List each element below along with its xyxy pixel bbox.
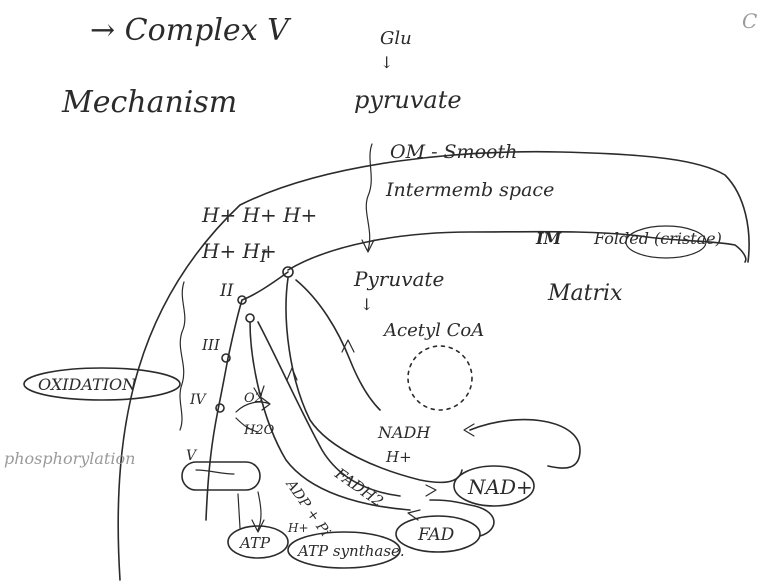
complex-4-label: IV (189, 392, 208, 408)
heading: → Complex V (90, 13, 292, 48)
matrix-label: Matrix (547, 281, 623, 306)
im-label: Folded (cristae) (593, 229, 722, 248)
fadh2-label: FADH2 (331, 464, 387, 511)
complex-1-label: I (259, 247, 267, 267)
fad-label: FAD (417, 525, 455, 545)
phosphorylation-label: phosphorylation (4, 449, 135, 468)
pyruvate-transport-line (366, 144, 372, 250)
atp-synthase-label: ATP synthase. (296, 542, 405, 560)
membrane-wave (180, 282, 185, 430)
im-label-abbrev: IM (535, 229, 562, 248)
om-label: OM - Smooth (390, 141, 517, 163)
h2o-label: H2O (243, 423, 275, 438)
pyruvate-arrow: ↓ (360, 295, 373, 314)
protons-row1: H+ H+ H+ (201, 203, 317, 227)
mechanism-label: Mechanism (61, 85, 237, 120)
atp-label: ATP (238, 534, 271, 552)
nadh-h-label: H+ (385, 448, 412, 466)
complex-2b-dot (246, 314, 254, 322)
nadh-loop (286, 278, 462, 482)
nad-recycle-loop (470, 420, 580, 468)
complex-4-dot (216, 404, 224, 412)
h-small-label: H+ (287, 521, 309, 535)
o2-label: O2 (244, 391, 263, 406)
glu-label: Glu (380, 28, 412, 49)
nadh-label: NADH (377, 423, 431, 442)
krebs-cycle-circle (408, 346, 472, 410)
oxidation-label: OXIDATION (38, 375, 137, 394)
glu-arrow: ↓ (380, 53, 393, 72)
complex-2-label: II (219, 281, 234, 301)
acetyl-coa-label: Acetyl CoA (382, 320, 484, 341)
corner-mark: C (742, 9, 757, 33)
nad-label: NAD+ (467, 475, 533, 499)
complex-5-body (182, 462, 260, 490)
pyruvate-matrix: Pyruvate (353, 267, 444, 291)
complex-3-label: III (201, 336, 221, 354)
pyruvate-top: pyruvate (354, 86, 462, 114)
fadh2-loop (250, 322, 410, 510)
intermemb-label: Intermemb space (385, 179, 554, 201)
